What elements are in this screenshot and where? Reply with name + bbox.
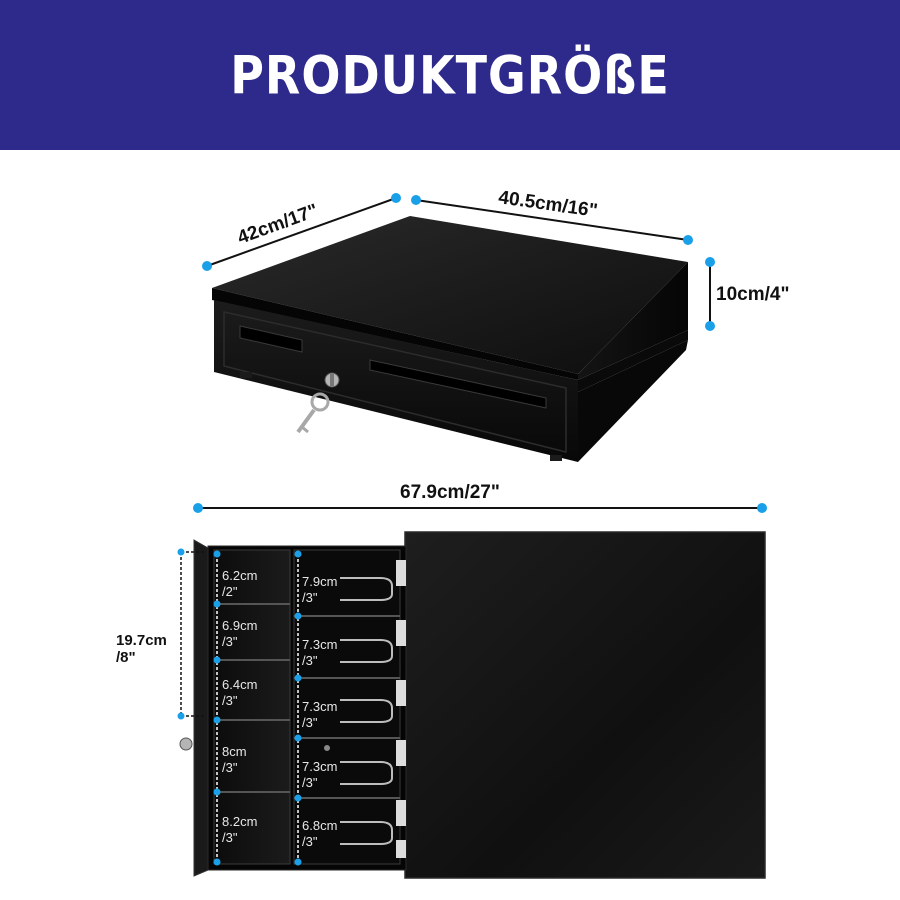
page-title: PRODUKTGRÖßE [230, 43, 670, 107]
left-compartment-1: 6.2cm /2" [222, 568, 258, 599]
tray-lock-icon [179, 737, 193, 751]
drawer-depth-value: 19.7cm [116, 632, 167, 649]
height-label: 10cm/4" [716, 284, 790, 305]
right-compartment-2: 7.3cm /3" [302, 637, 338, 668]
drawer-depth-label: 19.7cm /8" [116, 632, 167, 666]
header-banner: PRODUKTGRÖßE [0, 0, 900, 150]
key-icon [296, 392, 330, 434]
right-compartment-1: 7.9cm /3" [302, 574, 338, 605]
left-compartment-4: 8cm /3" [222, 744, 247, 775]
total-length-label: 67.9cm/27" [400, 482, 500, 503]
closed-cash-drawer [212, 216, 688, 462]
drawer-depth-inch: /8" [116, 649, 136, 666]
drawer-depth-line [180, 551, 205, 717]
left-compartment-2: 6.9cm /3" [222, 618, 258, 649]
top-dimension-lines [206, 197, 711, 326]
open-tray [179, 539, 407, 877]
right-compartment-3: 7.3cm /3" [302, 699, 338, 730]
compartment-markers [213, 550, 302, 866]
right-compartment-4: 7.3cm /3" [302, 759, 338, 790]
drawer-body-top [404, 531, 766, 879]
left-compartment-5: 8.2cm /3" [222, 814, 258, 845]
left-compartment-3: 6.4cm /3" [222, 677, 258, 708]
right-compartment-5: 6.8cm /3" [302, 818, 338, 849]
top-dimension-markers [202, 193, 715, 331]
